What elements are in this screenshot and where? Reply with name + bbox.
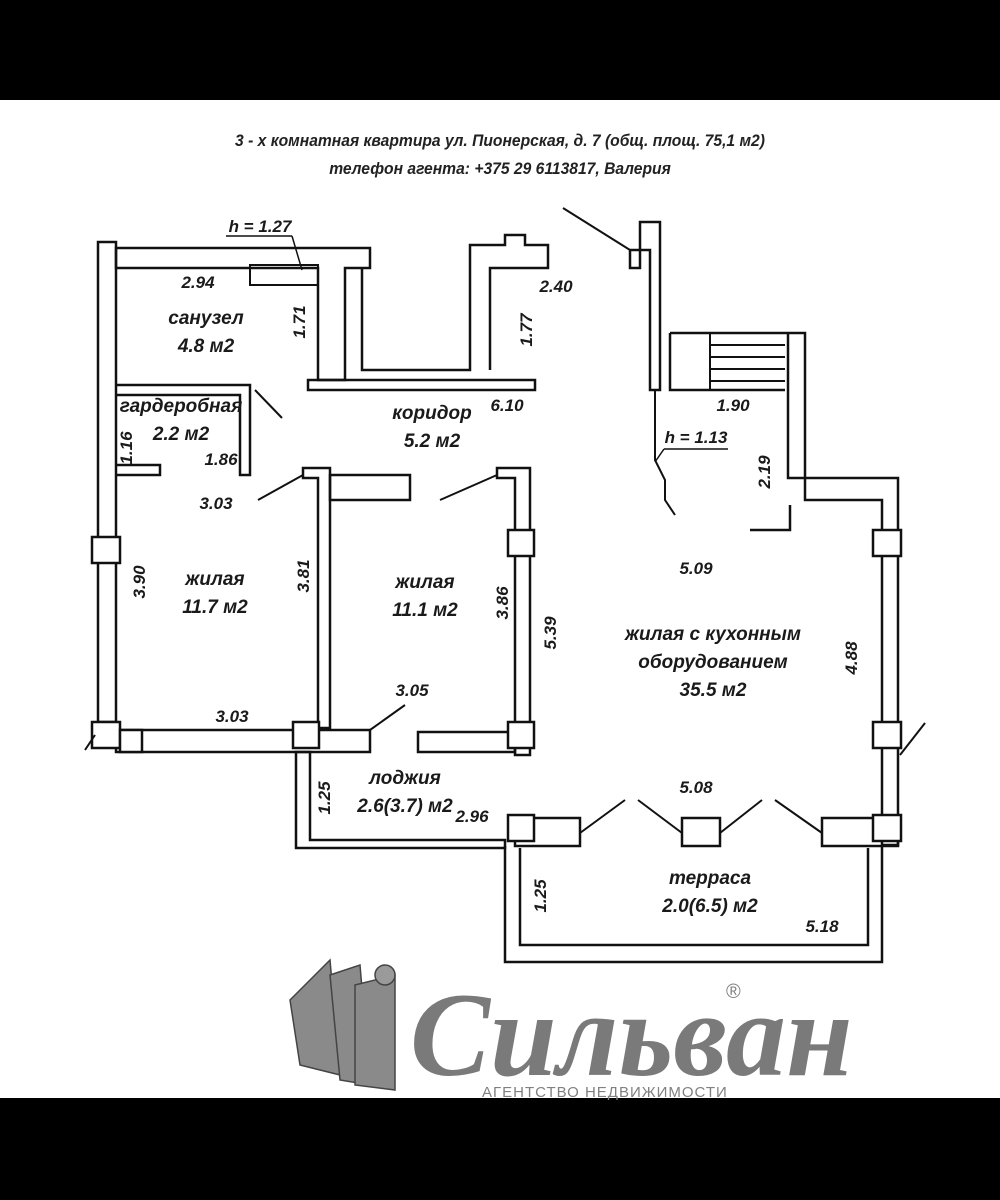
dim-177: 1.77 (517, 312, 536, 347)
dim-518: 5.18 (805, 917, 839, 936)
dim-539: 5.39 (541, 616, 560, 650)
room-labels: санузел 4.8 м2 гардеробная 2.2 м2 коридо… (120, 308, 801, 917)
registered-mark: ® (726, 981, 741, 1003)
window-bottom-left (118, 728, 144, 754)
label-living-kitchen-2: оборудованием (638, 652, 788, 673)
label-living2: жилая (394, 572, 454, 593)
wall-left (96, 240, 118, 724)
dim-294: 2.94 (180, 273, 215, 292)
area-wardrobe: 2.2 м2 (152, 424, 210, 445)
dim-h127: h = 1.27 (229, 217, 293, 236)
logo-subtitle: АГЕНТСТВО НЕДВИЖИМОСТИ (482, 1084, 728, 1101)
dim-219: 2.19 (755, 455, 774, 490)
label-living-kitchen-1: жилая с кухонным (624, 624, 801, 645)
floor-plan-sheet (0, 100, 1000, 1098)
area-corridor: 5.2 м2 (404, 431, 461, 452)
window-room2-bottom (506, 720, 536, 750)
label-wardrobe: гардеробная (120, 396, 243, 417)
wall-closet (328, 473, 412, 502)
agent-phone: телефон агента: +375 29 6113817, Валерия (329, 159, 671, 178)
dim-610: 6.10 (490, 396, 524, 415)
dim-508: 5.08 (679, 778, 713, 797)
dim-381: 3.81 (294, 559, 313, 592)
window-right-corner (871, 813, 903, 843)
dim-305: 3.05 (395, 681, 429, 700)
area-bathroom: 4.8 м2 (177, 336, 235, 357)
window-terrace-left (506, 813, 536, 843)
area-terrace: 2.0(6.5) м2 (661, 896, 758, 917)
dim-509: 5.09 (679, 559, 713, 578)
building-icon (289, 958, 396, 1091)
label-corridor: коридор (392, 403, 471, 424)
dim-303b: 3.03 (215, 707, 249, 726)
window-bottom-mid (291, 720, 321, 750)
area-living1: 11.7 м2 (182, 597, 248, 618)
wall-terrace-mid (680, 816, 722, 848)
wall-bottom-mid (416, 730, 517, 754)
dimension-labels: h = 1.27 2.94 1.71 2.40 1.77 6.10 1.90 h… (117, 217, 861, 936)
label-terrace: терраса (669, 868, 752, 889)
dim-125b: 1.25 (531, 879, 550, 913)
windows (90, 528, 903, 843)
label-loggia: лоджия (368, 768, 441, 789)
window-left (90, 535, 122, 565)
window-room2 (506, 528, 536, 558)
wall-terrace-inner (518, 848, 870, 947)
wall-wardrobe (116, 383, 252, 477)
wall-corridor-top (306, 378, 537, 392)
wall-stair-box (668, 333, 785, 392)
dim-116: 1.16 (117, 431, 136, 465)
stairs (654, 333, 785, 516)
walls (96, 220, 900, 964)
area-living2: 11.1 м2 (392, 600, 458, 621)
dim-488: 4.88 (842, 641, 861, 676)
logo: Сильван ® АГЕНТСТВО НЕДВИЖИМОСТИ (289, 958, 853, 1101)
window-corner-left (90, 720, 122, 750)
area-loggia: 2.6(3.7) м2 (356, 796, 453, 817)
label-living1: жилая (184, 569, 244, 590)
wall-bottom-left (114, 728, 372, 754)
wall-right-outer (670, 331, 900, 847)
dim-h113: h = 1.13 (665, 428, 728, 447)
dim-190: 1.90 (716, 396, 750, 415)
wall-wardrobe-low (116, 463, 162, 477)
wall-room2-right (495, 466, 532, 757)
wall-niche (360, 233, 550, 372)
dim-390: 3.90 (130, 565, 149, 599)
dim-303a: 3.03 (199, 494, 233, 513)
wall-terrace (503, 846, 884, 964)
dim-296: 2.96 (454, 807, 489, 826)
dim-240: 2.40 (538, 277, 573, 296)
wall-kitchen-nook (750, 505, 792, 532)
listing-title: 3 - х комнатная квартира ул. Пионерская,… (235, 131, 765, 150)
dim-171: 1.71 (290, 305, 309, 338)
window-right-bottom (871, 720, 903, 750)
wall-entry (628, 220, 662, 392)
wall-room1-room2 (301, 466, 332, 730)
dim-186: 1.86 (204, 450, 238, 469)
dim-125a: 1.25 (315, 781, 334, 815)
listing-header: 3 - х комнатная квартира ул. Пионерская,… (40, 127, 960, 183)
doors (84, 207, 926, 834)
label-bathroom: санузел (168, 308, 244, 329)
dim-386: 3.86 (493, 586, 512, 620)
window-right (871, 528, 903, 558)
logo-name: Сильван (410, 968, 853, 1101)
wall-loggia (294, 750, 507, 850)
area-living-kitchen: 35.5 м2 (680, 680, 747, 701)
